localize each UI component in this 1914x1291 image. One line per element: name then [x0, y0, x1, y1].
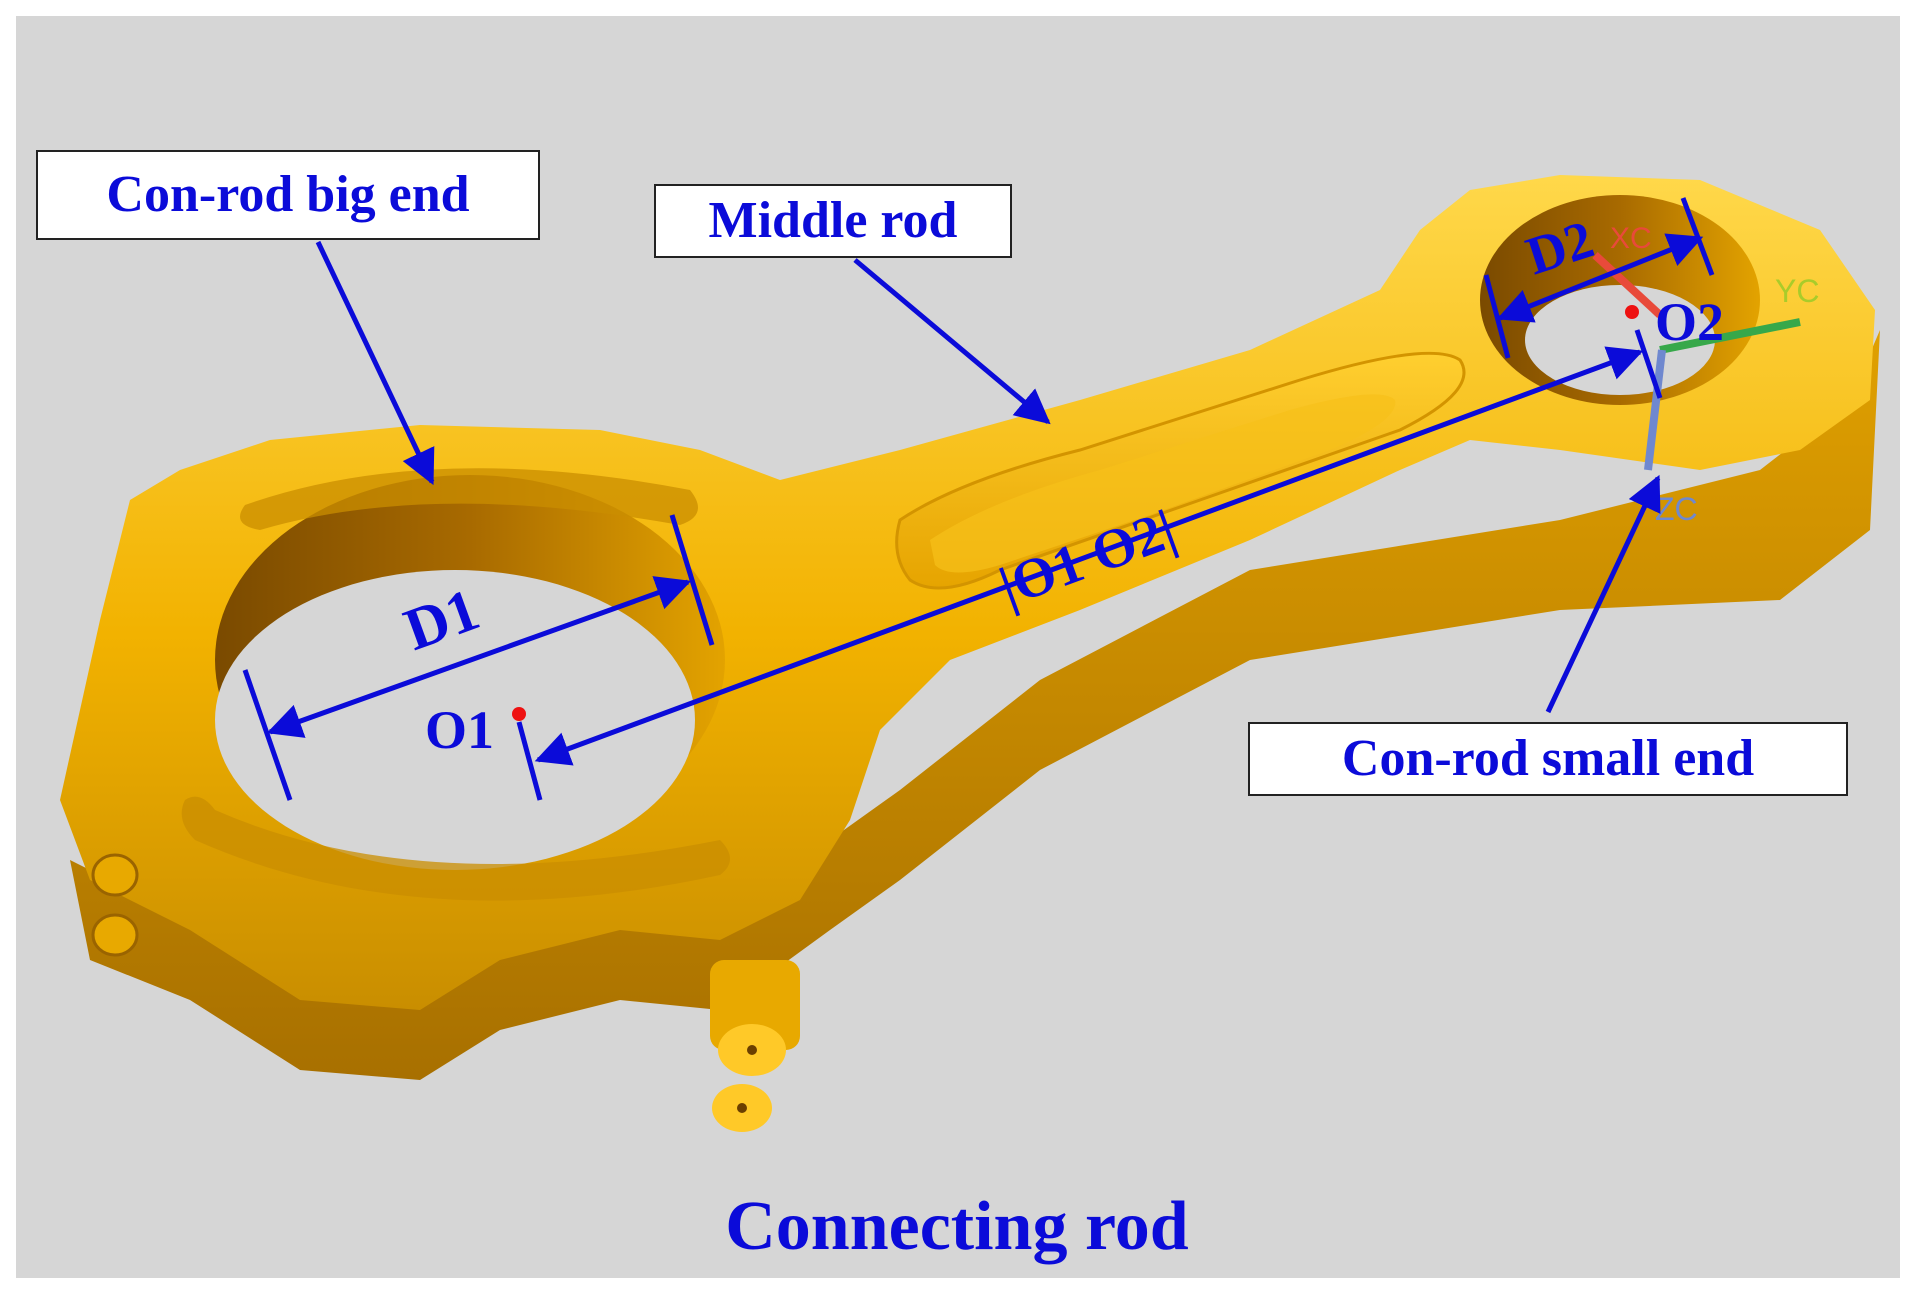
d2-dimension-arrow [1496, 233, 1704, 323]
middle-rod-leader-arrow [853, 258, 1051, 425]
oil-nozzle-body [710, 960, 800, 1050]
o1-o2-dimension-arrow [534, 346, 1644, 766]
o1-label: O1 [425, 700, 494, 760]
axis-z-line [1644, 349, 1666, 471]
bolt-hole-upper [91, 853, 139, 897]
o2-extension-line [1634, 329, 1663, 399]
big-end-lower-groove [181, 796, 730, 901]
o1-center-point [512, 707, 526, 721]
bolt-hole-lower [91, 913, 139, 957]
part-side-face [70, 330, 1880, 1080]
o2-center-point [1625, 305, 1639, 319]
o1-extension-line [516, 721, 543, 801]
axis-y-line [1659, 318, 1801, 354]
oil-nozzle-port-upper [747, 1045, 757, 1055]
axis-label-y: YC [1775, 273, 1819, 309]
oil-nozzle-port-lower [737, 1103, 747, 1113]
figure-caption: Connecting rod [725, 1188, 1189, 1265]
big-end-callout: Con-rod big end [36, 150, 540, 240]
o2-label: O2 [1655, 292, 1724, 352]
axis-label-z: ZC [1655, 491, 1698, 527]
small-end-callout: Con-rod small end [1248, 722, 1848, 796]
axis-label-x: XC [1610, 222, 1652, 255]
middle-rod-callout: Middle rod [654, 184, 1012, 258]
big-end-leader-arrow [315, 240, 435, 486]
